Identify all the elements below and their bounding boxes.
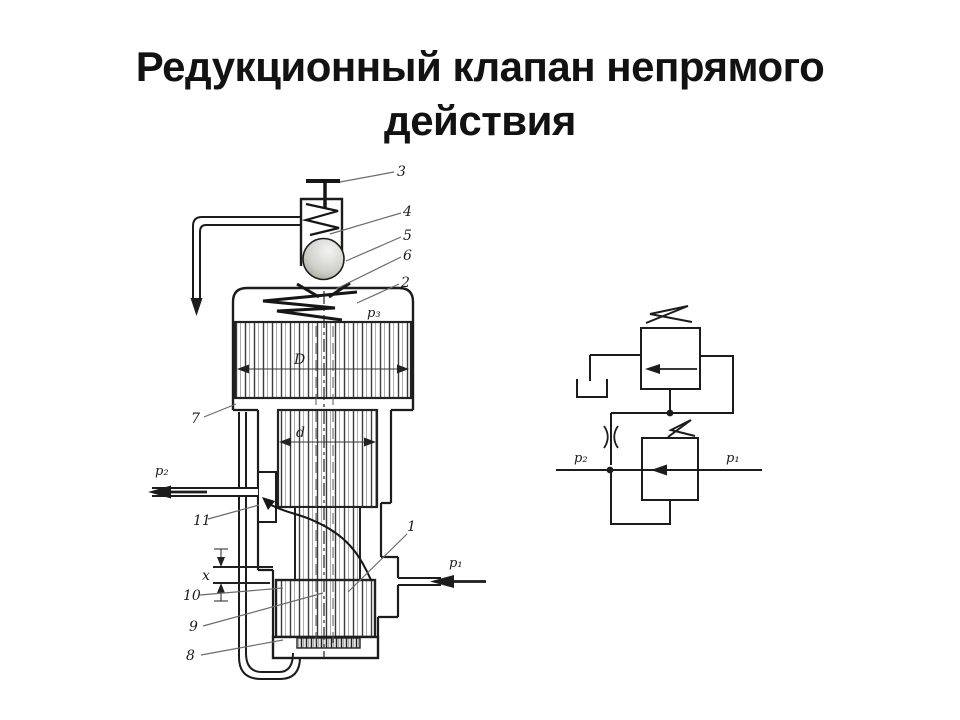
symbol-label-p2: p₂ (574, 451, 588, 466)
dimension-x (213, 548, 273, 602)
pilot-ball (302, 237, 345, 281)
outlet-port-p2 (148, 485, 258, 499)
drain-arrow (190, 298, 203, 316)
pilot-valve (296, 179, 351, 299)
flow-arrow-p2 (148, 485, 171, 499)
dim-label-D: D (293, 352, 305, 368)
feedback-loop (610, 470, 671, 525)
part-label-1: 1 (407, 519, 416, 535)
valve-symbol-figure: p₂ p₁ (556, 305, 762, 525)
part-label-7: 7 (191, 411, 200, 427)
pilot-housing (299, 197, 344, 266)
title-line-1: Редукционный клапан непрямого (135, 43, 825, 90)
dim-pressure-labels: D d x p₃ p₂ p₁ (155, 306, 463, 584)
dimension-D (237, 364, 409, 374)
pilot-branch (603, 409, 674, 465)
dimension-d (279, 437, 376, 447)
pressure-label-p3: p₃ (367, 306, 381, 321)
drain-u-pipe (238, 412, 301, 680)
part-label-9: 9 (189, 619, 198, 635)
part-label-10: 10 (183, 588, 201, 604)
part-label-4: 4 (402, 204, 412, 220)
part-label-5: 5 (403, 228, 412, 244)
arrow-left-upper (645, 364, 660, 374)
leader-lines (199, 171, 408, 656)
main-valve-symbol (556, 419, 762, 525)
junction-dot-upper (666, 409, 674, 417)
symbol-label-p1: p₁ (726, 451, 740, 466)
piston-neck (276, 408, 379, 509)
flow-path-arrow (262, 497, 372, 581)
pressure-label-p2: p₂ (155, 464, 169, 479)
pressure-label-p1: p₁ (449, 556, 463, 571)
title-line-2: действия (384, 96, 576, 144)
pilot-valve-symbol (576, 305, 734, 414)
pilot-drain-pipe (190, 216, 301, 316)
slide-title: Редукционный клапан непрямого действия (0, 40, 960, 148)
part-labels: 3 4 5 6 2 7 11 10 9 8 1 (183, 164, 416, 664)
part-label-3: 3 (397, 164, 406, 180)
part-label-2: 2 (400, 275, 410, 291)
bottom-plate (296, 637, 361, 649)
spring-symbol-top (645, 305, 693, 324)
orifice-symbol (603, 425, 609, 449)
tank-symbol (576, 379, 608, 398)
piston-bottom (274, 578, 377, 639)
main-spring (262, 290, 358, 322)
axis-lines (315, 291, 334, 658)
dim-label-x: x (202, 568, 210, 584)
flow-arrow-p1 (430, 575, 454, 588)
pilot-spring (301, 202, 340, 237)
valve-casing (233, 408, 413, 637)
symbol-pressure-labels: p₂ p₁ (574, 451, 740, 466)
dim-label-d: d (296, 425, 305, 441)
part-label-11: 11 (193, 513, 211, 529)
part-label-6: 6 (403, 248, 412, 264)
piston-large (233, 320, 413, 400)
inlet-port-p1 (398, 575, 486, 588)
ball-seat (296, 281, 351, 299)
valve-cross-section-figure: 3 4 5 6 2 7 11 10 9 8 1 D d x p₃ p₂ p₁ (148, 164, 486, 680)
spring-symbol-lower (667, 419, 696, 438)
arrow-left-lower (651, 464, 667, 476)
part-label-8: 8 (186, 648, 195, 664)
